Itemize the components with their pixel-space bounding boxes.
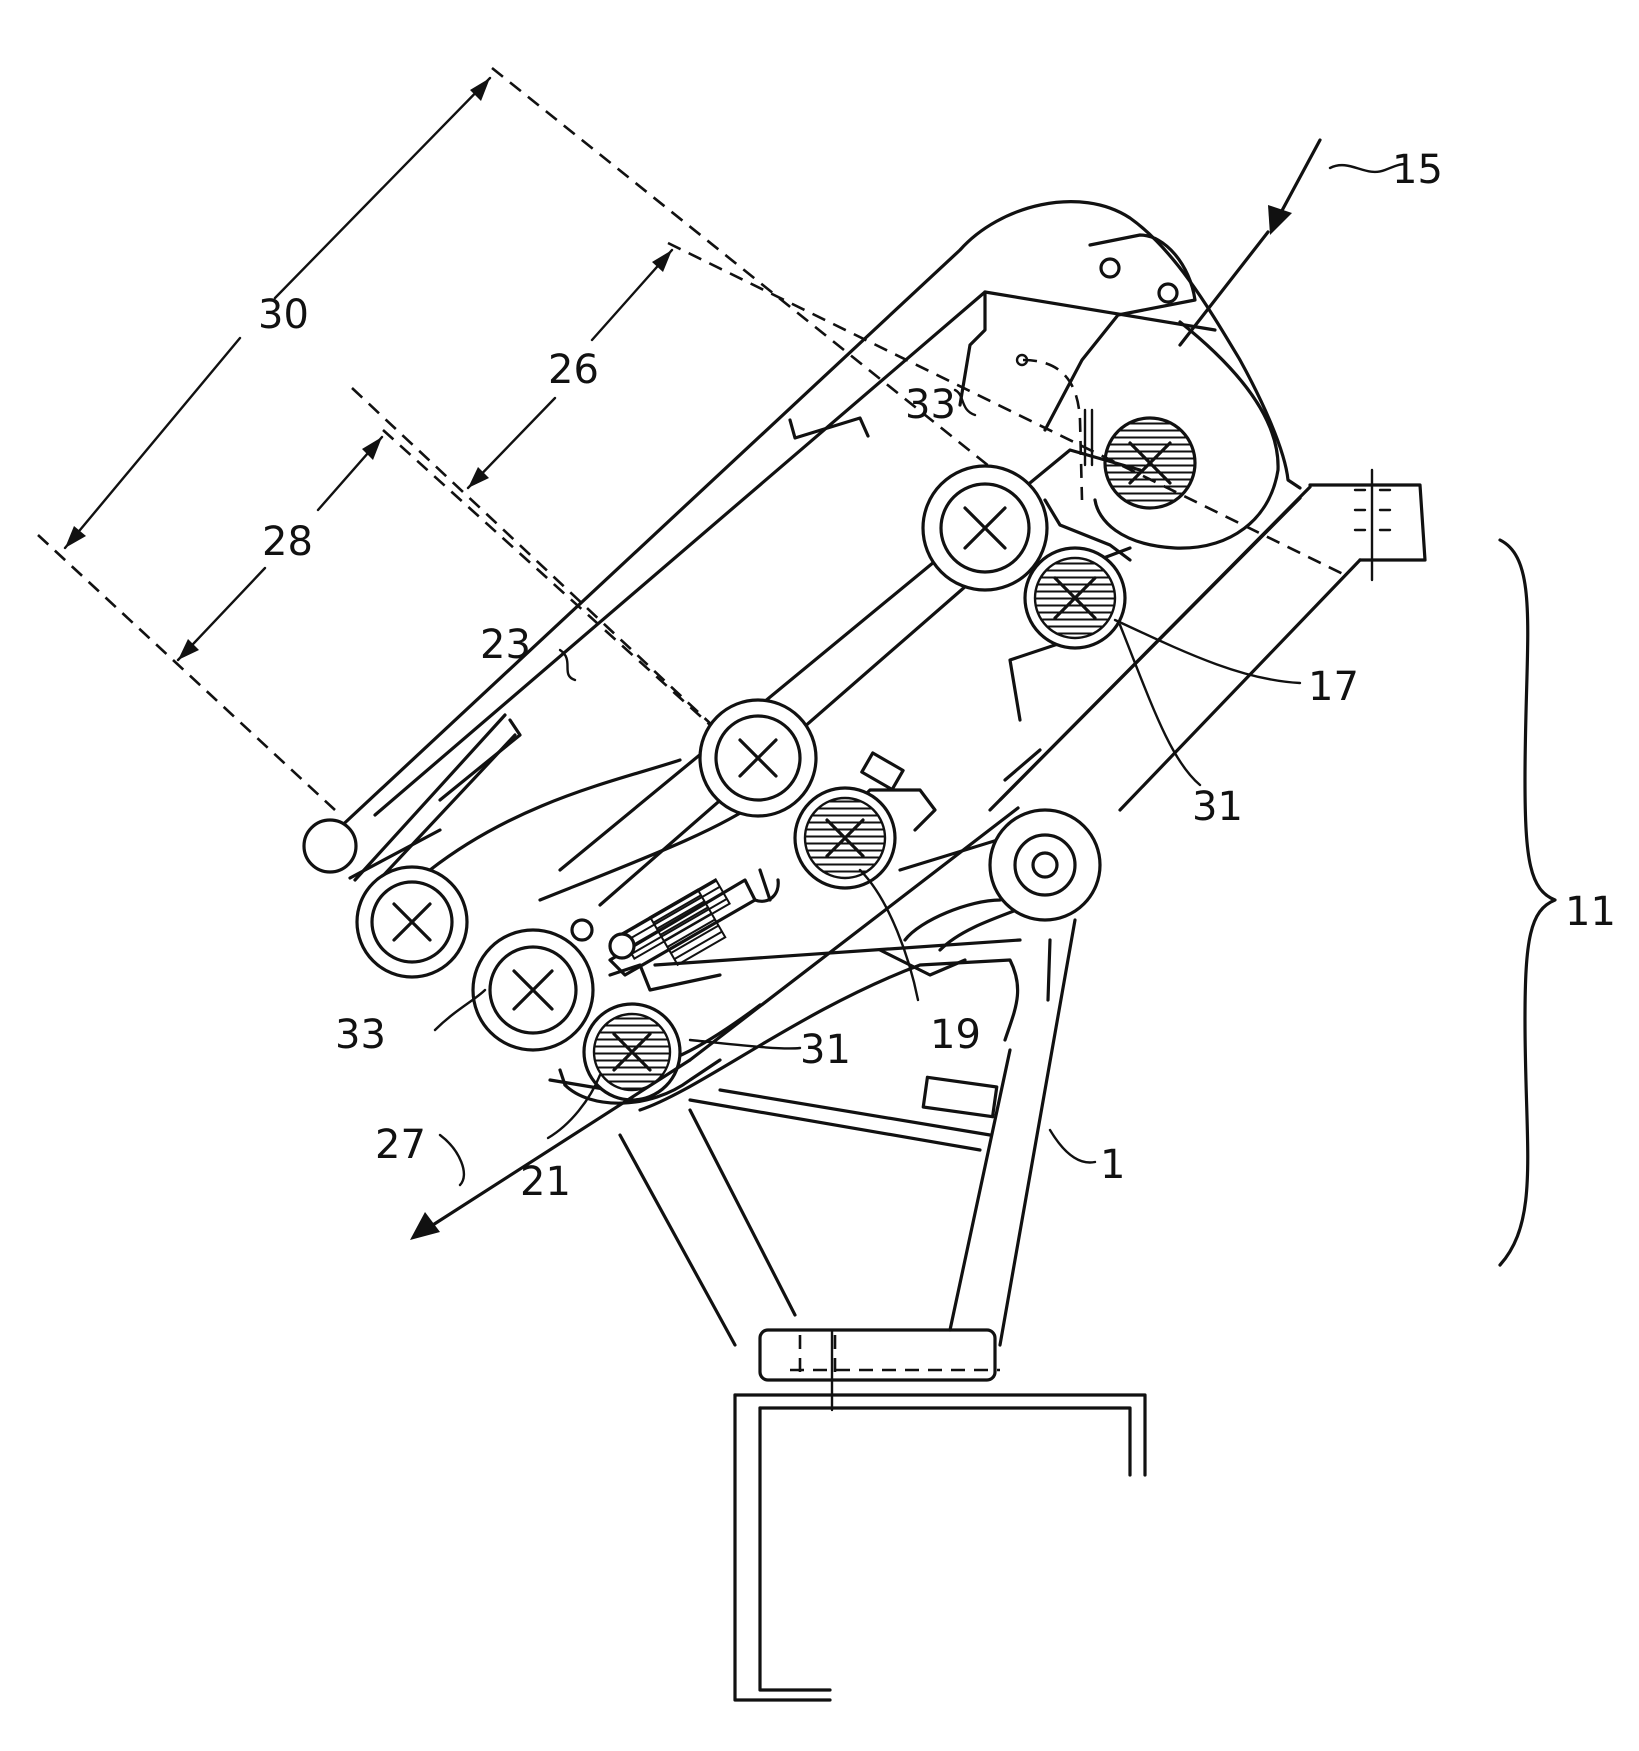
- label-31-right: 31: [1192, 784, 1243, 830]
- label-26: 26: [548, 347, 599, 393]
- roller-middle: [700, 700, 816, 816]
- housing: [304, 202, 1425, 1700]
- dim-30-upper: [275, 78, 490, 298]
- label-19: 19: [930, 1012, 981, 1058]
- label-11: 11: [1565, 889, 1616, 935]
- infeed-arrowhead: [1268, 205, 1292, 235]
- label-31-bottom: 31: [800, 1027, 851, 1073]
- small-pin: [610, 934, 634, 958]
- outfeed-arrowhead: [410, 1212, 440, 1240]
- small-pin: [572, 920, 592, 940]
- material-path: [410, 140, 1320, 1240]
- label-28: 28: [262, 519, 313, 565]
- brace-11: [1500, 540, 1555, 1265]
- dimension-line-30-bottom: [38, 535, 335, 810]
- roller-lower-left: [357, 867, 467, 977]
- dimension-line-26-bottom: [352, 388, 760, 770]
- hatched-roller-21: [584, 1004, 680, 1100]
- arrowhead: [470, 78, 490, 101]
- label-30: 30: [258, 292, 309, 338]
- label-1: 1: [1100, 1142, 1125, 1188]
- label-15: 15: [1392, 147, 1443, 193]
- hatched-roller-top: [1105, 418, 1195, 508]
- label-33-top: 33: [905, 382, 956, 428]
- roller-lower: [473, 930, 593, 1050]
- label-27: 27: [375, 1122, 426, 1168]
- arrowhead: [65, 526, 86, 548]
- dim-30-lower: [65, 338, 240, 548]
- label-33-bottom: 33: [335, 1012, 386, 1058]
- infeed-line: [1278, 140, 1320, 218]
- hatched-roller-19: [795, 788, 895, 888]
- reference-labels: 30 26 28 23 33 15 17 31 11 33 31 19 1 21…: [258, 147, 1616, 1205]
- leader-lines: [435, 164, 1405, 1185]
- label-21: 21: [520, 1159, 571, 1205]
- label-23: 23: [480, 622, 531, 668]
- roller-upper: [923, 466, 1047, 590]
- label-17: 17: [1308, 664, 1359, 710]
- pivot-gear: [990, 810, 1100, 920]
- dimension-line-28-top: [383, 430, 760, 770]
- hatched-roller-17: [1025, 548, 1125, 648]
